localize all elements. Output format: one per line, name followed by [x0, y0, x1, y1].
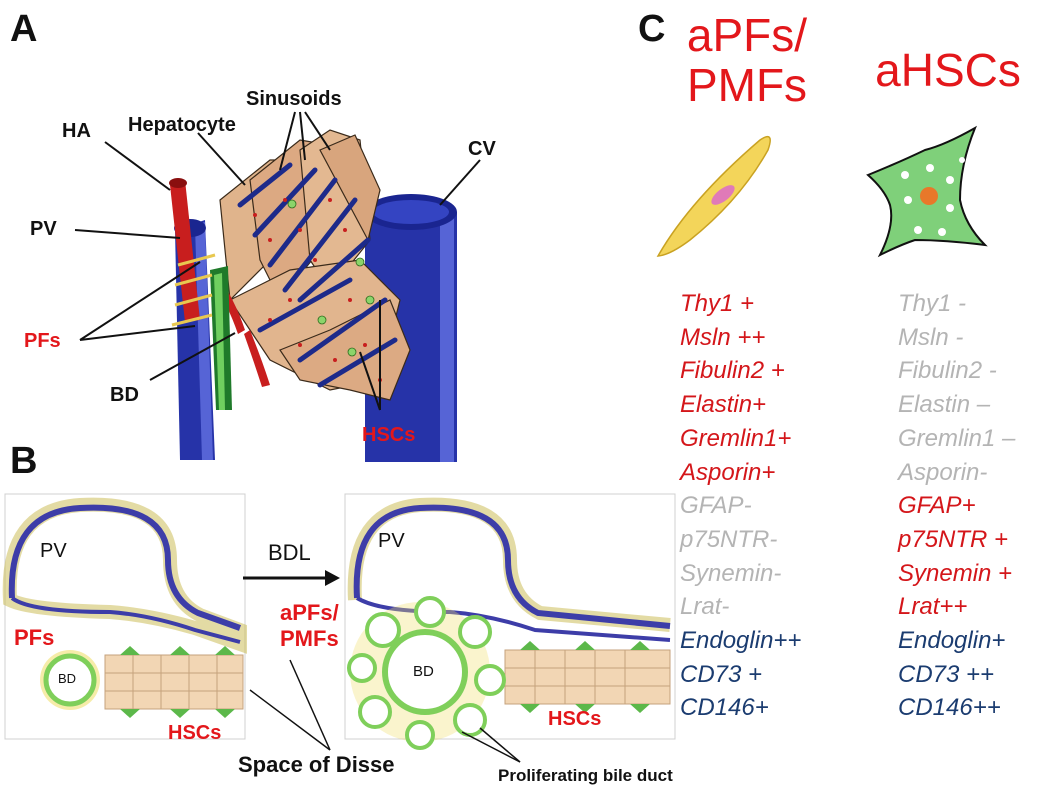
label-ha: HA	[62, 120, 91, 142]
panel-c-letter: C	[638, 8, 666, 50]
marker-item: CD73 +	[680, 660, 763, 688]
sinusoid-stripes	[237, 162, 398, 388]
label-b-bd-right: BD	[413, 663, 434, 680]
label-space-of-disse: Space of Disse	[238, 752, 395, 777]
label-b-hscs-right: HSCs	[548, 708, 602, 730]
marker-item: Gremlin1 –	[898, 424, 1016, 452]
marker-item: Elastin –	[898, 391, 991, 419]
marker-list-apfs-pmfs: Thy1 + Msln ++ Fibulin2 + Elastin+ Gremlin1+…	[680, 287, 801, 725]
central-vein	[365, 194, 457, 462]
marker-item: Lrat-	[680, 593, 730, 621]
marker-item: Lrat++	[898, 593, 968, 621]
marker-item: CD73 ++	[898, 660, 995, 688]
marker-item: Synemin-	[680, 559, 782, 587]
label-b-bd-left: BD	[58, 671, 77, 686]
panel-b-letter: B	[10, 440, 38, 482]
marker-item: Elastin+	[680, 391, 767, 419]
portal-fibroblasts-a	[171, 253, 216, 327]
marker-item: CD146++	[898, 694, 1001, 722]
label-cv: CV	[468, 138, 496, 160]
label-hscs: HSCs	[362, 424, 416, 446]
title-ahscs: aHSCs	[875, 44, 1021, 96]
marker-list-ahscs: Thy1 - Msln - Fibulin2 - Elastin – Gremlin1 …	[898, 287, 1015, 725]
label-bdl: BDL	[268, 540, 311, 565]
marker-item: Endoglin++	[680, 627, 802, 655]
marker-item: Thy1 +	[680, 290, 755, 317]
label-proliferating-bile-duct: Proliferating bile duct	[498, 766, 673, 785]
title-apfs-pmfs: aPFs/ PMFs	[686, 9, 808, 111]
panel-a-letter: A	[10, 8, 38, 50]
marker-item: Synemin +	[898, 559, 1013, 587]
label-b-hscs-left: HSCs	[168, 722, 222, 744]
label-hepatocyte: Hepatocyte	[128, 114, 236, 136]
marker-item: GFAP+	[898, 492, 976, 520]
label-apfs-pmfs: aPFs/ PMFs	[280, 600, 339, 651]
marker-item: CD146+	[680, 694, 769, 722]
hscs-a	[287, 199, 375, 357]
label-pv: PV	[30, 218, 57, 240]
marker-item: Msln -	[898, 323, 964, 351]
label-b-pfs: PFs	[14, 625, 55, 650]
marker-item: Gremlin1+	[680, 424, 792, 452]
marker-item: GFAP-	[680, 492, 752, 520]
marker-item: Asporin+	[680, 458, 776, 486]
marker-item: p75NTR +	[898, 525, 1009, 553]
label-sinusoids: Sinusoids	[246, 88, 342, 110]
marker-item: Thy1 -	[898, 290, 967, 317]
marker-item: Fibulin2 -	[898, 357, 997, 385]
marker-item: Fibulin2 +	[680, 357, 785, 385]
hsc-cell-icon	[866, 125, 988, 258]
marker-item: Msln ++	[680, 323, 766, 351]
label-b-pv-left: PV	[40, 540, 67, 562]
marker-item: Endoglin+	[898, 627, 1006, 655]
marker-item: Asporin-	[898, 458, 988, 486]
hepatocyte-nuclei	[253, 198, 382, 382]
label-bd: BD	[110, 384, 139, 406]
label-pfs: PFs	[24, 330, 61, 352]
marker-item: p75NTR-	[680, 525, 778, 553]
pf-cell-icon	[656, 135, 771, 257]
label-b-pv-right: PV	[378, 530, 405, 552]
panel-a-leaders	[74, 111, 481, 411]
